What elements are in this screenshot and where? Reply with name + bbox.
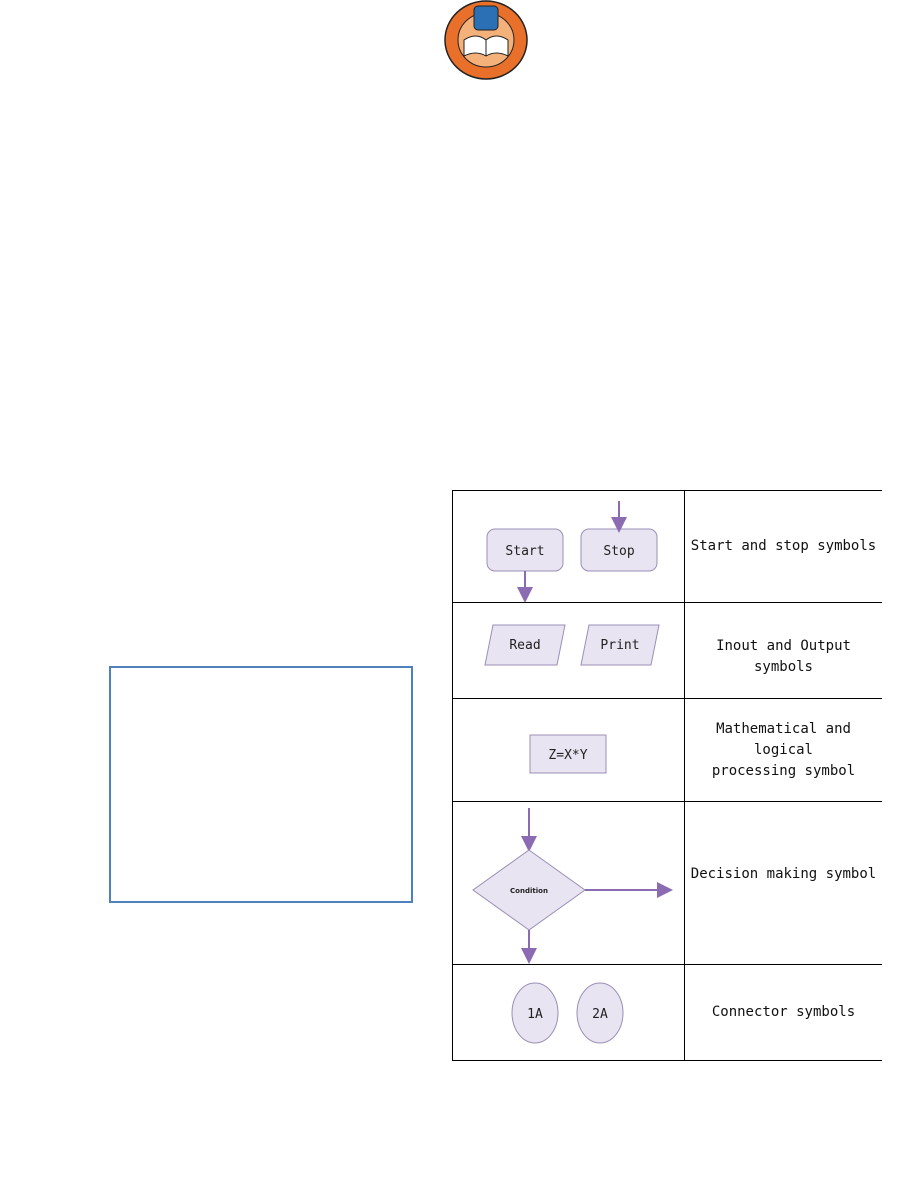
table-row: Read Print Inout and Output symbols: [452, 602, 882, 699]
read-parallelogram: [484, 624, 566, 666]
connector-2a-label: 2A: [592, 1007, 608, 1022]
table-row: 1A 2A Connector symbols: [452, 964, 882, 1061]
connector-2a-circle: [576, 982, 624, 1044]
table-row: Z=X*Y Mathematical and logical processin…: [452, 698, 882, 802]
empty-text-box: [109, 666, 413, 903]
connector-1a-label: 1A: [527, 1007, 543, 1022]
process-label: Z=X*Y: [548, 748, 587, 763]
start-label: Start: [505, 544, 544, 559]
connector-visual: 1A 2A: [452, 964, 685, 1061]
process-rectangle: [529, 734, 607, 774]
print-parallelogram: [580, 624, 660, 666]
connector-description: Connector symbols: [684, 964, 882, 1061]
flowchart-symbols-table: Start Stop Start and stop symbols Read P…: [452, 490, 882, 1061]
decision-visual: Condition: [452, 801, 685, 965]
decision-label: Condition: [510, 887, 548, 895]
stop-label: Stop: [603, 544, 634, 559]
table-row: Start Stop Start and stop symbols: [452, 490, 882, 603]
process-description-line-1: Mathematical and logical: [716, 720, 851, 758]
decision-description: Decision making symbol: [684, 801, 882, 965]
start-stop-description: Start and stop symbols: [684, 490, 882, 603]
process-visual: Z=X*Y: [452, 698, 685, 802]
connector-1a-circle: [511, 982, 559, 1044]
table-row: Condition Decision making symbol: [452, 801, 882, 965]
start-stop-visual: Start Stop: [452, 490, 685, 603]
process-description: Mathematical and logical processing symb…: [684, 698, 882, 802]
input-output-visual: Read Print: [452, 602, 685, 699]
university-logo: [444, 0, 528, 80]
read-label: Read: [509, 638, 540, 653]
print-label: Print: [600, 638, 639, 653]
process-description-line-2: processing symbol: [711, 762, 856, 779]
input-output-description: Inout and Output symbols: [684, 602, 882, 699]
